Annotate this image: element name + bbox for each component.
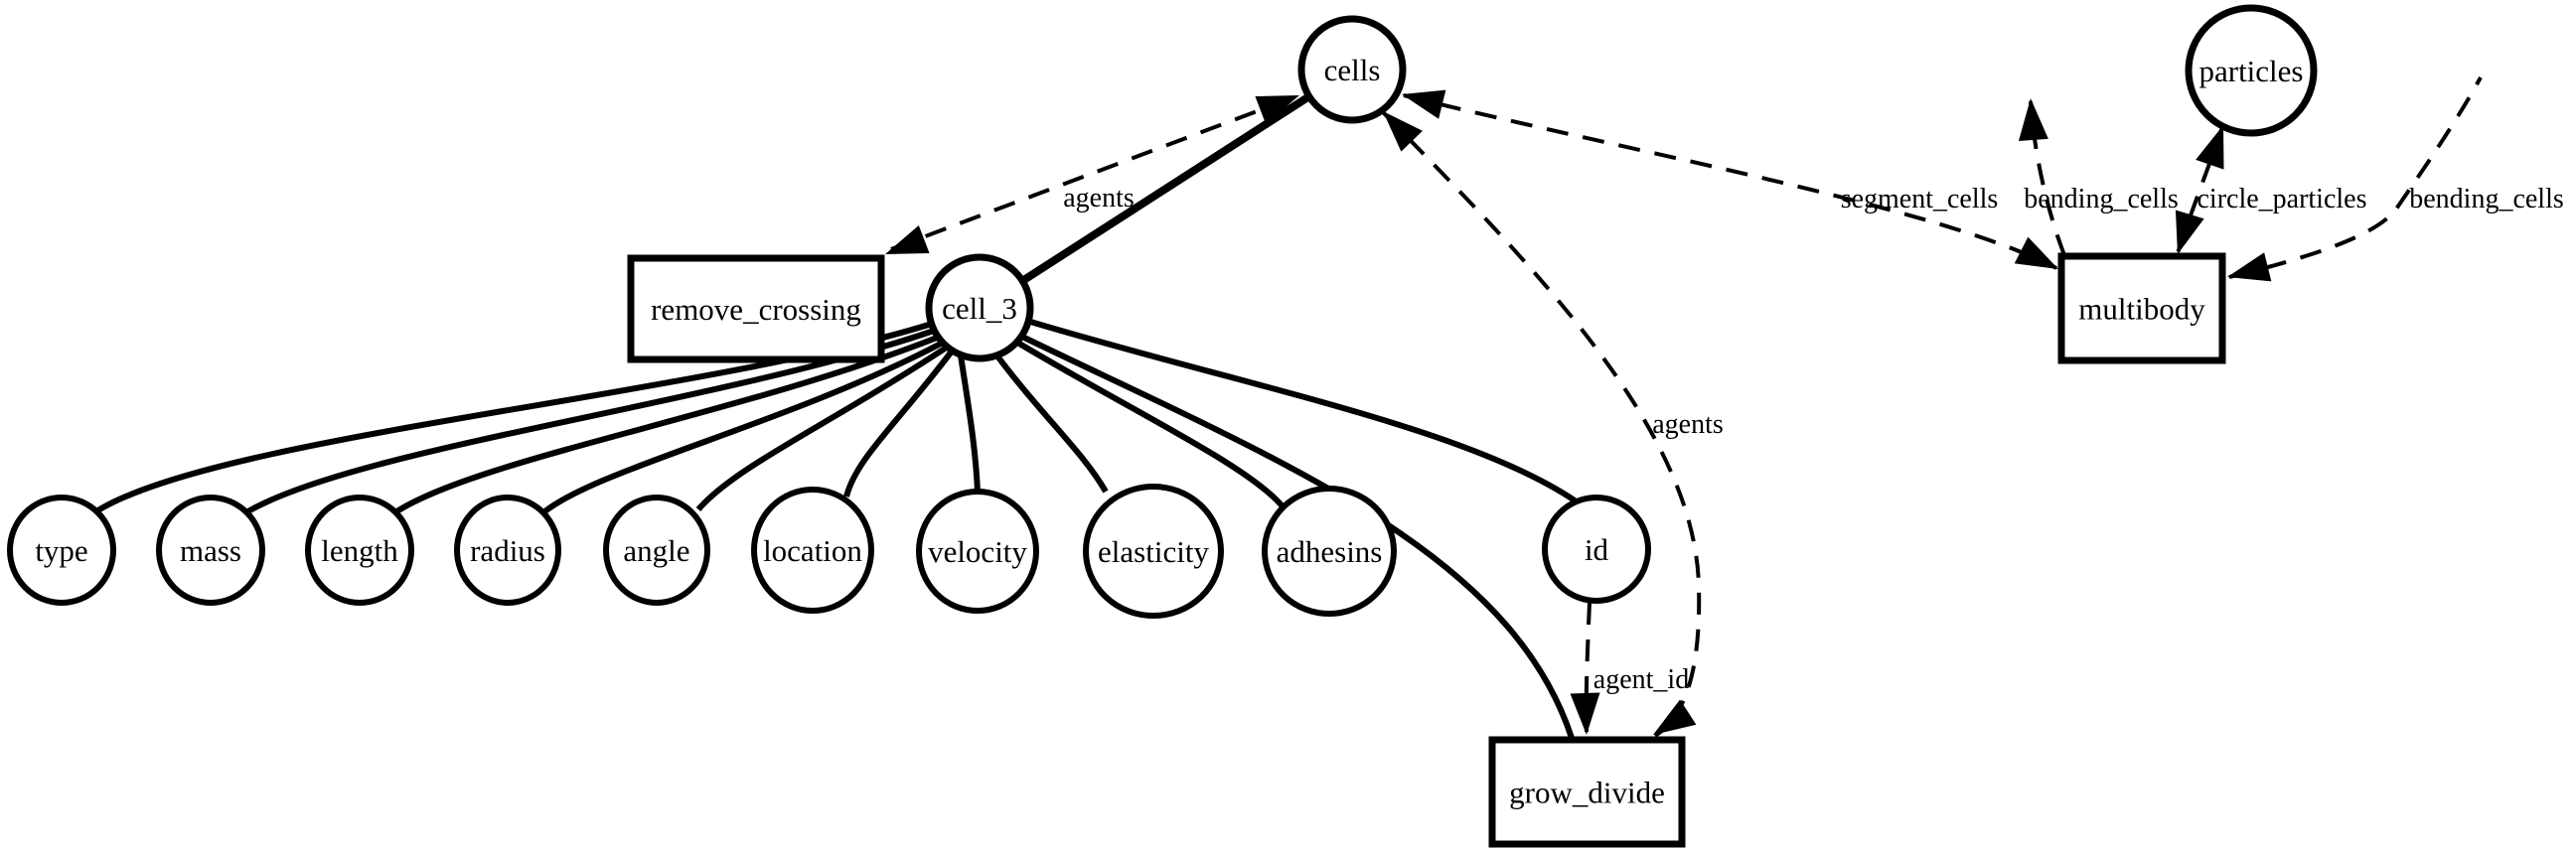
node-elasticity-label: elasticity xyxy=(1098,534,1209,569)
node-angle-label: angle xyxy=(623,533,689,568)
edge-multibody-bending-right xyxy=(2228,76,2483,279)
arrowhead-icon xyxy=(2175,210,2204,254)
node-adhesins-label: adhesins xyxy=(1277,534,1383,569)
node-cell_3-label: cell_3 xyxy=(942,291,1017,326)
node-grow_divide-label: grow_divide xyxy=(1509,776,1665,810)
arrowhead-icon xyxy=(2018,98,2048,141)
arrowhead-icon xyxy=(1402,89,1446,119)
node-multibody-label: multibody xyxy=(2078,292,2205,327)
node-velocity-shape xyxy=(916,489,1039,614)
node-mass-shape xyxy=(156,495,265,606)
edge-cell_3-length xyxy=(393,335,939,515)
node-id-label: id xyxy=(1585,532,1609,567)
edge-label-multibody-bending-left: bending_cells xyxy=(2024,184,2179,214)
arrowhead-icon xyxy=(1255,95,1299,125)
edge-multibody-bending-left xyxy=(2029,100,2066,256)
node-adhesins-shape xyxy=(1262,486,1397,617)
arrowhead-icon xyxy=(885,224,930,254)
edge-label-multibody-particles-circle: circle_particles xyxy=(2197,184,2366,214)
node-type-label: type xyxy=(35,533,87,568)
edge-cell_3-velocity xyxy=(958,355,981,493)
edge-cell_3-cells xyxy=(1019,92,1312,285)
node-remove_crossing-label: remove_crossing xyxy=(651,292,861,327)
edge-cell_3-elasticity xyxy=(992,352,1109,494)
edge-label-id-grow_divide: agent_id xyxy=(1593,664,1689,695)
node-cells-shape xyxy=(1297,15,1407,124)
node-particles-label: particles xyxy=(2198,54,2303,88)
edge-cell_3-adhesins xyxy=(1012,338,1286,508)
node-type-shape xyxy=(7,495,116,606)
arrowhead-icon xyxy=(1653,699,1697,735)
node-length-label: length xyxy=(321,533,398,568)
edge-multibody-cells-segment xyxy=(1403,93,2057,270)
arrowhead-icon xyxy=(2014,236,2058,269)
node-location-label: location xyxy=(763,533,862,568)
node-location-shape xyxy=(751,487,874,614)
edge-cell_3-radius xyxy=(540,341,943,516)
arrowhead-icon xyxy=(1383,111,1423,152)
edge-cell_3-id xyxy=(1026,318,1577,503)
node-radius-label: radius xyxy=(470,533,545,568)
node-cells-label: cells xyxy=(1324,53,1381,87)
node-velocity-label: velocity xyxy=(928,534,1027,569)
node-multibody-shape xyxy=(2057,252,2226,364)
edge-cell_3-angle xyxy=(695,346,947,511)
edge-grow_divide-cells xyxy=(1381,110,1702,738)
edge-label-multibody-cells-segment: segment_cells xyxy=(1841,184,1999,214)
node-length-shape xyxy=(305,495,414,606)
arrowhead-icon xyxy=(2196,125,2224,170)
node-id-shape xyxy=(1542,495,1651,604)
node-angle-shape xyxy=(603,495,710,606)
arrowhead-icon xyxy=(1570,692,1600,735)
node-grow_divide-shape xyxy=(1488,736,1686,848)
edge-label-multibody-bending-right: bending_cells xyxy=(2409,184,2564,214)
node-particles-shape xyxy=(2185,4,2318,137)
edge-label-remove_crossing-cells: agents xyxy=(1063,183,1135,213)
node-mass-label: mass xyxy=(180,533,241,568)
node-cell_3-shape xyxy=(925,253,1034,362)
edge-label-grow_divide-cells: agents xyxy=(1652,409,1724,440)
arrowhead-icon xyxy=(2227,252,2272,282)
node-radius-shape xyxy=(454,495,561,606)
node-remove_crossing-shape xyxy=(627,254,885,363)
edge-cell_3-location xyxy=(843,351,954,498)
node-elasticity-shape xyxy=(1083,484,1224,619)
